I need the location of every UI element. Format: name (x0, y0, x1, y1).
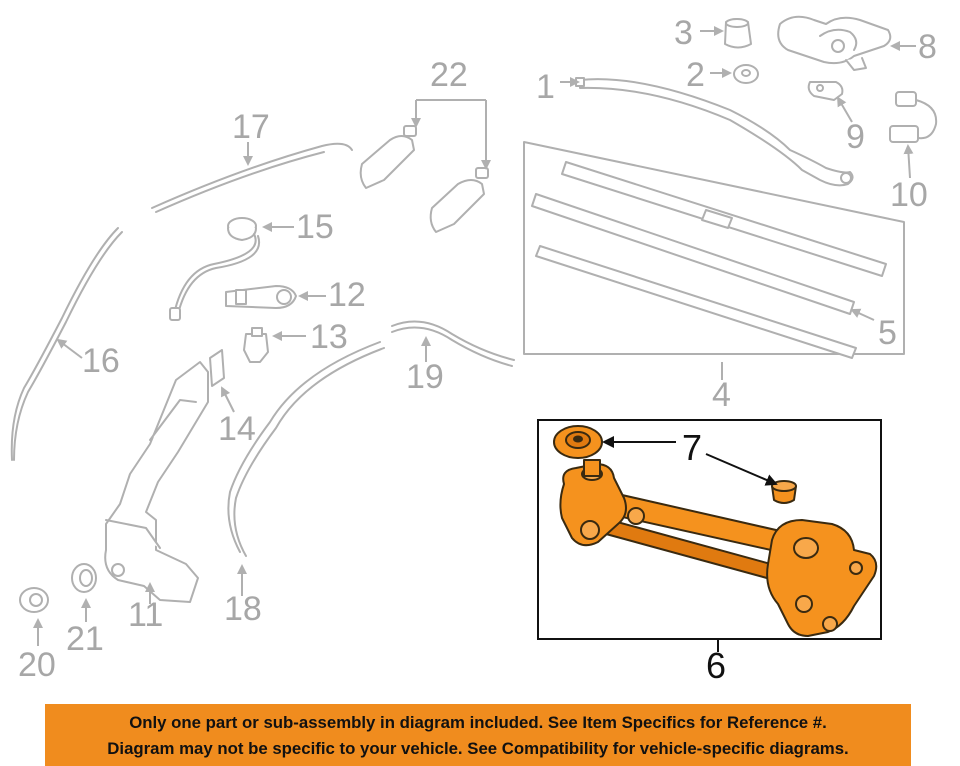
part-8-wiper-motor (777, 15, 892, 71)
dark-leader-lines (602, 436, 778, 652)
notice-bar: Only one part or sub-assembly in diagram… (45, 704, 911, 766)
callout-1: 1 (536, 68, 555, 106)
part-20-grommet (19, 587, 49, 613)
part-12-washer-motor (225, 285, 297, 309)
notice-line-1: Only one part or sub-assembly in diagram… (129, 713, 827, 732)
part-3-cap (724, 18, 752, 49)
part-7-pivot-cap-large (553, 425, 603, 459)
callout-14: 14 (218, 410, 256, 448)
callout-12: 12 (328, 276, 366, 314)
callout-10: 10 (890, 176, 928, 214)
callout-2: 2 (686, 56, 705, 94)
part-2-washer (733, 64, 759, 84)
callout-15: 15 (296, 208, 334, 246)
callout-17: 17 (232, 108, 270, 146)
callout-20: 20 (18, 646, 56, 684)
part-6-wiper-linkage (559, 459, 878, 637)
part-13-level-sensor (243, 327, 269, 363)
part-4-wiper-blade-box (523, 141, 905, 359)
part-9-bracket (807, 81, 844, 101)
callout-6: 6 (706, 645, 726, 686)
callout-7: 7 (682, 427, 702, 468)
callout-11: 11 (128, 596, 163, 634)
part-15-check-valve (169, 217, 261, 321)
part-16-washer-hose (13, 231, 123, 461)
part-22-washer-nozzles (359, 125, 489, 233)
notice-line-2: Diagram may not be specific to your vehi… (107, 739, 849, 758)
callout-16: 16 (82, 342, 120, 380)
callout-13: 13 (310, 318, 348, 356)
part-21-seal (71, 563, 97, 593)
part-14-clip (209, 349, 225, 387)
callout-8: 8 (918, 28, 937, 66)
callout-labels: 1 2 3 4 5 6 7 8 9 10 11 12 13 14 15 16 1… (18, 14, 937, 686)
part-10-sub-harness (889, 91, 938, 143)
callout-9: 9 (846, 118, 865, 156)
part-7-pivot-cap-small (771, 480, 797, 504)
callout-18: 18 (224, 590, 262, 628)
callout-22: 22 (430, 56, 468, 94)
callout-4: 4 (712, 376, 731, 414)
part-18-washer-hose (227, 341, 381, 553)
part-11-washer-reservoir (104, 361, 209, 603)
gray-leader-lines (33, 26, 916, 646)
callout-3: 3 (674, 14, 693, 52)
callout-21: 21 (66, 620, 104, 658)
callout-19: 19 (406, 358, 444, 396)
part-17-washer-hose (151, 142, 353, 209)
part-19-washer-hose (391, 320, 515, 361)
callout-5: 5 (878, 314, 897, 352)
